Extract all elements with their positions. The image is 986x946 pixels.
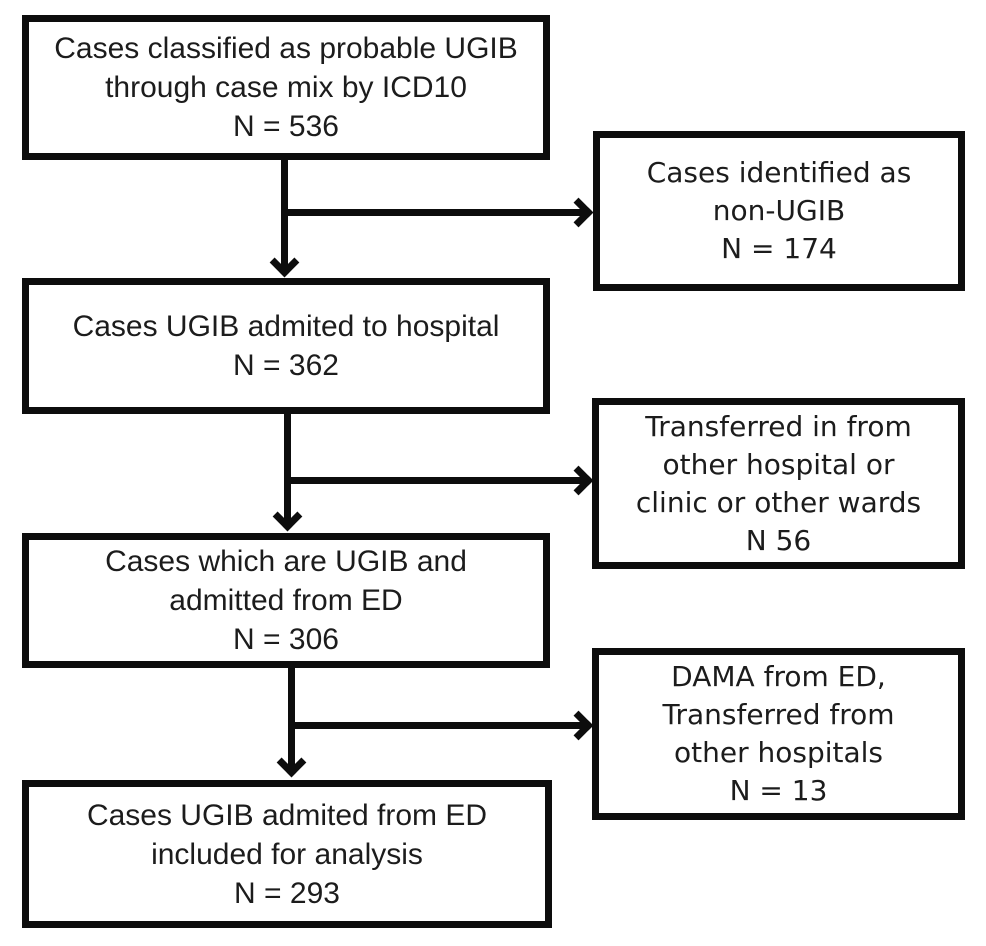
box-text-line: Cases identified as <box>646 156 912 189</box>
box-text-line: other hospitals <box>673 736 883 769</box>
flow-box-icd10-cases: Cases classified as probable UGIB throug… <box>22 15 550 160</box>
flow-box-admitted-hospital: Cases UGIB admited to hospital N = 362 <box>22 278 550 414</box>
arrowhead-down-icon <box>276 747 307 778</box>
box-text-line: Cases UGIB admited from ED <box>86 798 488 832</box>
arrowhead-right-icon <box>563 197 594 228</box>
box-text-line: Transferred from <box>662 698 895 731</box>
flow-box-transferred-in-excluded: Transferred in from other hospital or cl… <box>592 398 965 569</box>
flow-box-admitted-from-ed: Cases which are UGIB and admitted from E… <box>22 533 550 668</box>
box-text-line: non-UGIB <box>712 194 846 227</box>
box-text-line: DAMA from ED, <box>671 660 886 693</box>
box-text-line: N = 293 <box>234 876 340 910</box>
box-text-line: N = 362 <box>233 349 339 382</box>
box-text-line: N 56 <box>745 523 812 557</box>
box-text-line: through case mix by ICD10 <box>105 71 467 104</box>
connector-horizontal-line <box>284 209 584 216</box>
box-text-line: Cases UGIB admited to hospital <box>72 310 500 343</box>
box-text-line: N = 536 <box>233 110 339 143</box>
box-text-line: Transferred in from <box>645 409 912 443</box>
arrowhead-down-icon <box>269 247 300 278</box>
box-text-line: Cases which are UGIB and <box>105 545 467 578</box>
box-text-line: other hospital or <box>662 447 895 481</box>
connector-vertical-line <box>284 414 291 524</box>
connector-vertical-line <box>288 668 295 772</box>
box-text-line: N = 174 <box>721 232 837 265</box>
flow-box-dama-excluded: DAMA from ED, Transferred from other hos… <box>592 648 965 820</box>
arrowhead-down-icon <box>272 501 303 532</box>
box-text-line: clinic or other wards <box>635 485 922 519</box>
box-text-line: admitted from ED <box>169 584 403 617</box>
box-text-line: N = 13 <box>729 774 828 807</box>
arrowhead-right-icon <box>563 465 594 496</box>
flow-box-included-analysis: Cases UGIB admited from ED included for … <box>22 780 552 928</box>
arrowhead-right-icon <box>563 710 594 741</box>
connector-horizontal-line <box>287 477 584 484</box>
box-text-line: included for analysis <box>151 837 423 871</box>
connector-horizontal-line <box>291 722 584 729</box>
flow-box-non-ugib-excluded: Cases identified as non-UGIB N = 174 <box>593 131 965 291</box>
box-text-line: N = 306 <box>233 623 339 656</box>
box-text-line: Cases classified as probable UGIB <box>54 32 518 65</box>
